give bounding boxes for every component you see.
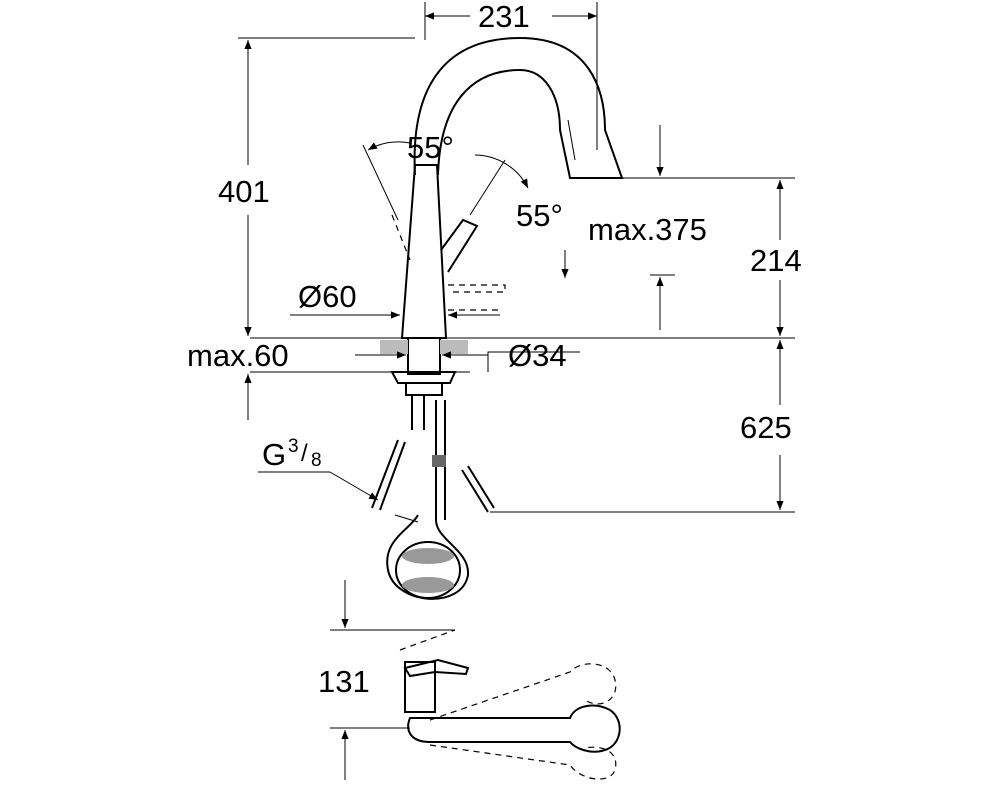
connection-fraction-slash: / [301, 440, 308, 467]
dim-max-deck-thickness: max.60 [187, 338, 289, 373]
dim-max-spout-height: max.375 [588, 212, 707, 247]
dim-hose-length: 625 [740, 410, 792, 445]
hose-loop [386, 400, 470, 600]
dim-spout-reach: 231 [478, 0, 530, 34]
spout [413, 36, 624, 179]
dimension-lines [238, 2, 795, 780]
connection-fraction-num: 3 [288, 436, 299, 457]
dim-outlet-height: 214 [750, 243, 802, 278]
dim-total-height: 401 [218, 174, 270, 209]
top-view [330, 629, 621, 780]
faucet-body [391, 164, 506, 339]
dim-hole-diameter: Ø34 [508, 338, 567, 373]
dim-lever-angle-left: 55° [407, 130, 454, 165]
supply-hoses [371, 439, 495, 513]
connection-label: G [262, 437, 286, 472]
connection-fraction-den: 8 [311, 450, 322, 471]
deck-mount [250, 337, 795, 430]
dim-connection-thread: G 3 / 8 [262, 436, 322, 472]
dim-top-view-offset: 131 [318, 664, 370, 699]
dim-lever-angle-right: 55° [516, 198, 563, 233]
dim-base-diameter: Ø60 [298, 279, 357, 314]
